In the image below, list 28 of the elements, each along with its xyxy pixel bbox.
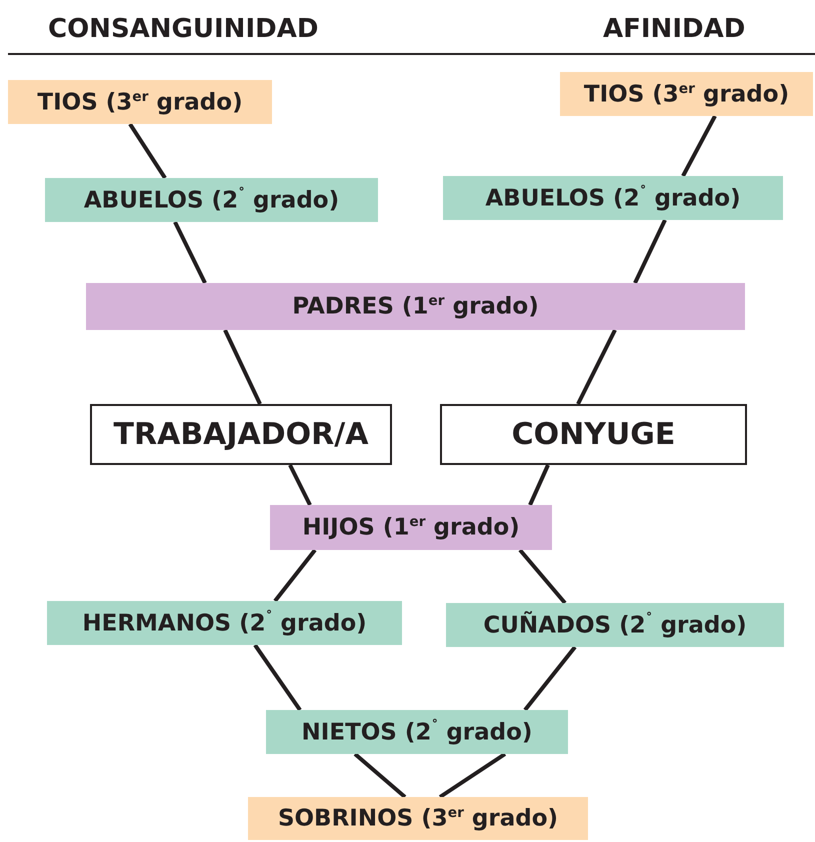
kinship-box: TIOS (3$^{er}$ grado) [8,80,272,124]
connector-line [523,646,577,712]
connector-line [438,752,506,799]
kinship-box: NIETOS (2$^{˚}$ grado) [266,710,568,754]
connector-line [576,329,617,405]
connector-line [173,221,207,284]
connector-line [128,122,167,180]
kinship-box: TIOS (3$^{er}$ grado) [560,72,813,116]
kinship-box: PADRES (1$^{er}$ grado) [86,283,745,330]
column-heading: CONSANGUINIDAD [48,14,318,44]
connector-line [354,752,406,799]
kinship-box: HIJOS (1$^{er}$ grado) [270,505,552,550]
connector-line [681,115,717,177]
kinship-box: ABUELOS (2$^{˚}$ grado) [45,178,378,222]
column-heading: AFINIDAD [603,14,746,44]
connector-line [288,464,312,506]
connector-line [253,644,302,712]
kinship-box: ABUELOS (2$^{˚}$ grado) [443,176,783,220]
kinship-box: HERMANOS (2$^{˚}$ grado) [47,601,402,645]
person-box: CONYUGE [440,404,747,465]
person-box: TRABAJADOR/A [90,404,392,465]
kinship-box: CUÑADOS (2$^{˚}$ grado) [446,603,784,647]
connector-line [633,219,667,284]
kinship-box: SOBRINOS (3$^{er}$ grado) [248,797,588,840]
connector-line [518,548,567,604]
connector-line [528,464,550,506]
connector-line [273,548,317,602]
connector-line [223,329,262,405]
